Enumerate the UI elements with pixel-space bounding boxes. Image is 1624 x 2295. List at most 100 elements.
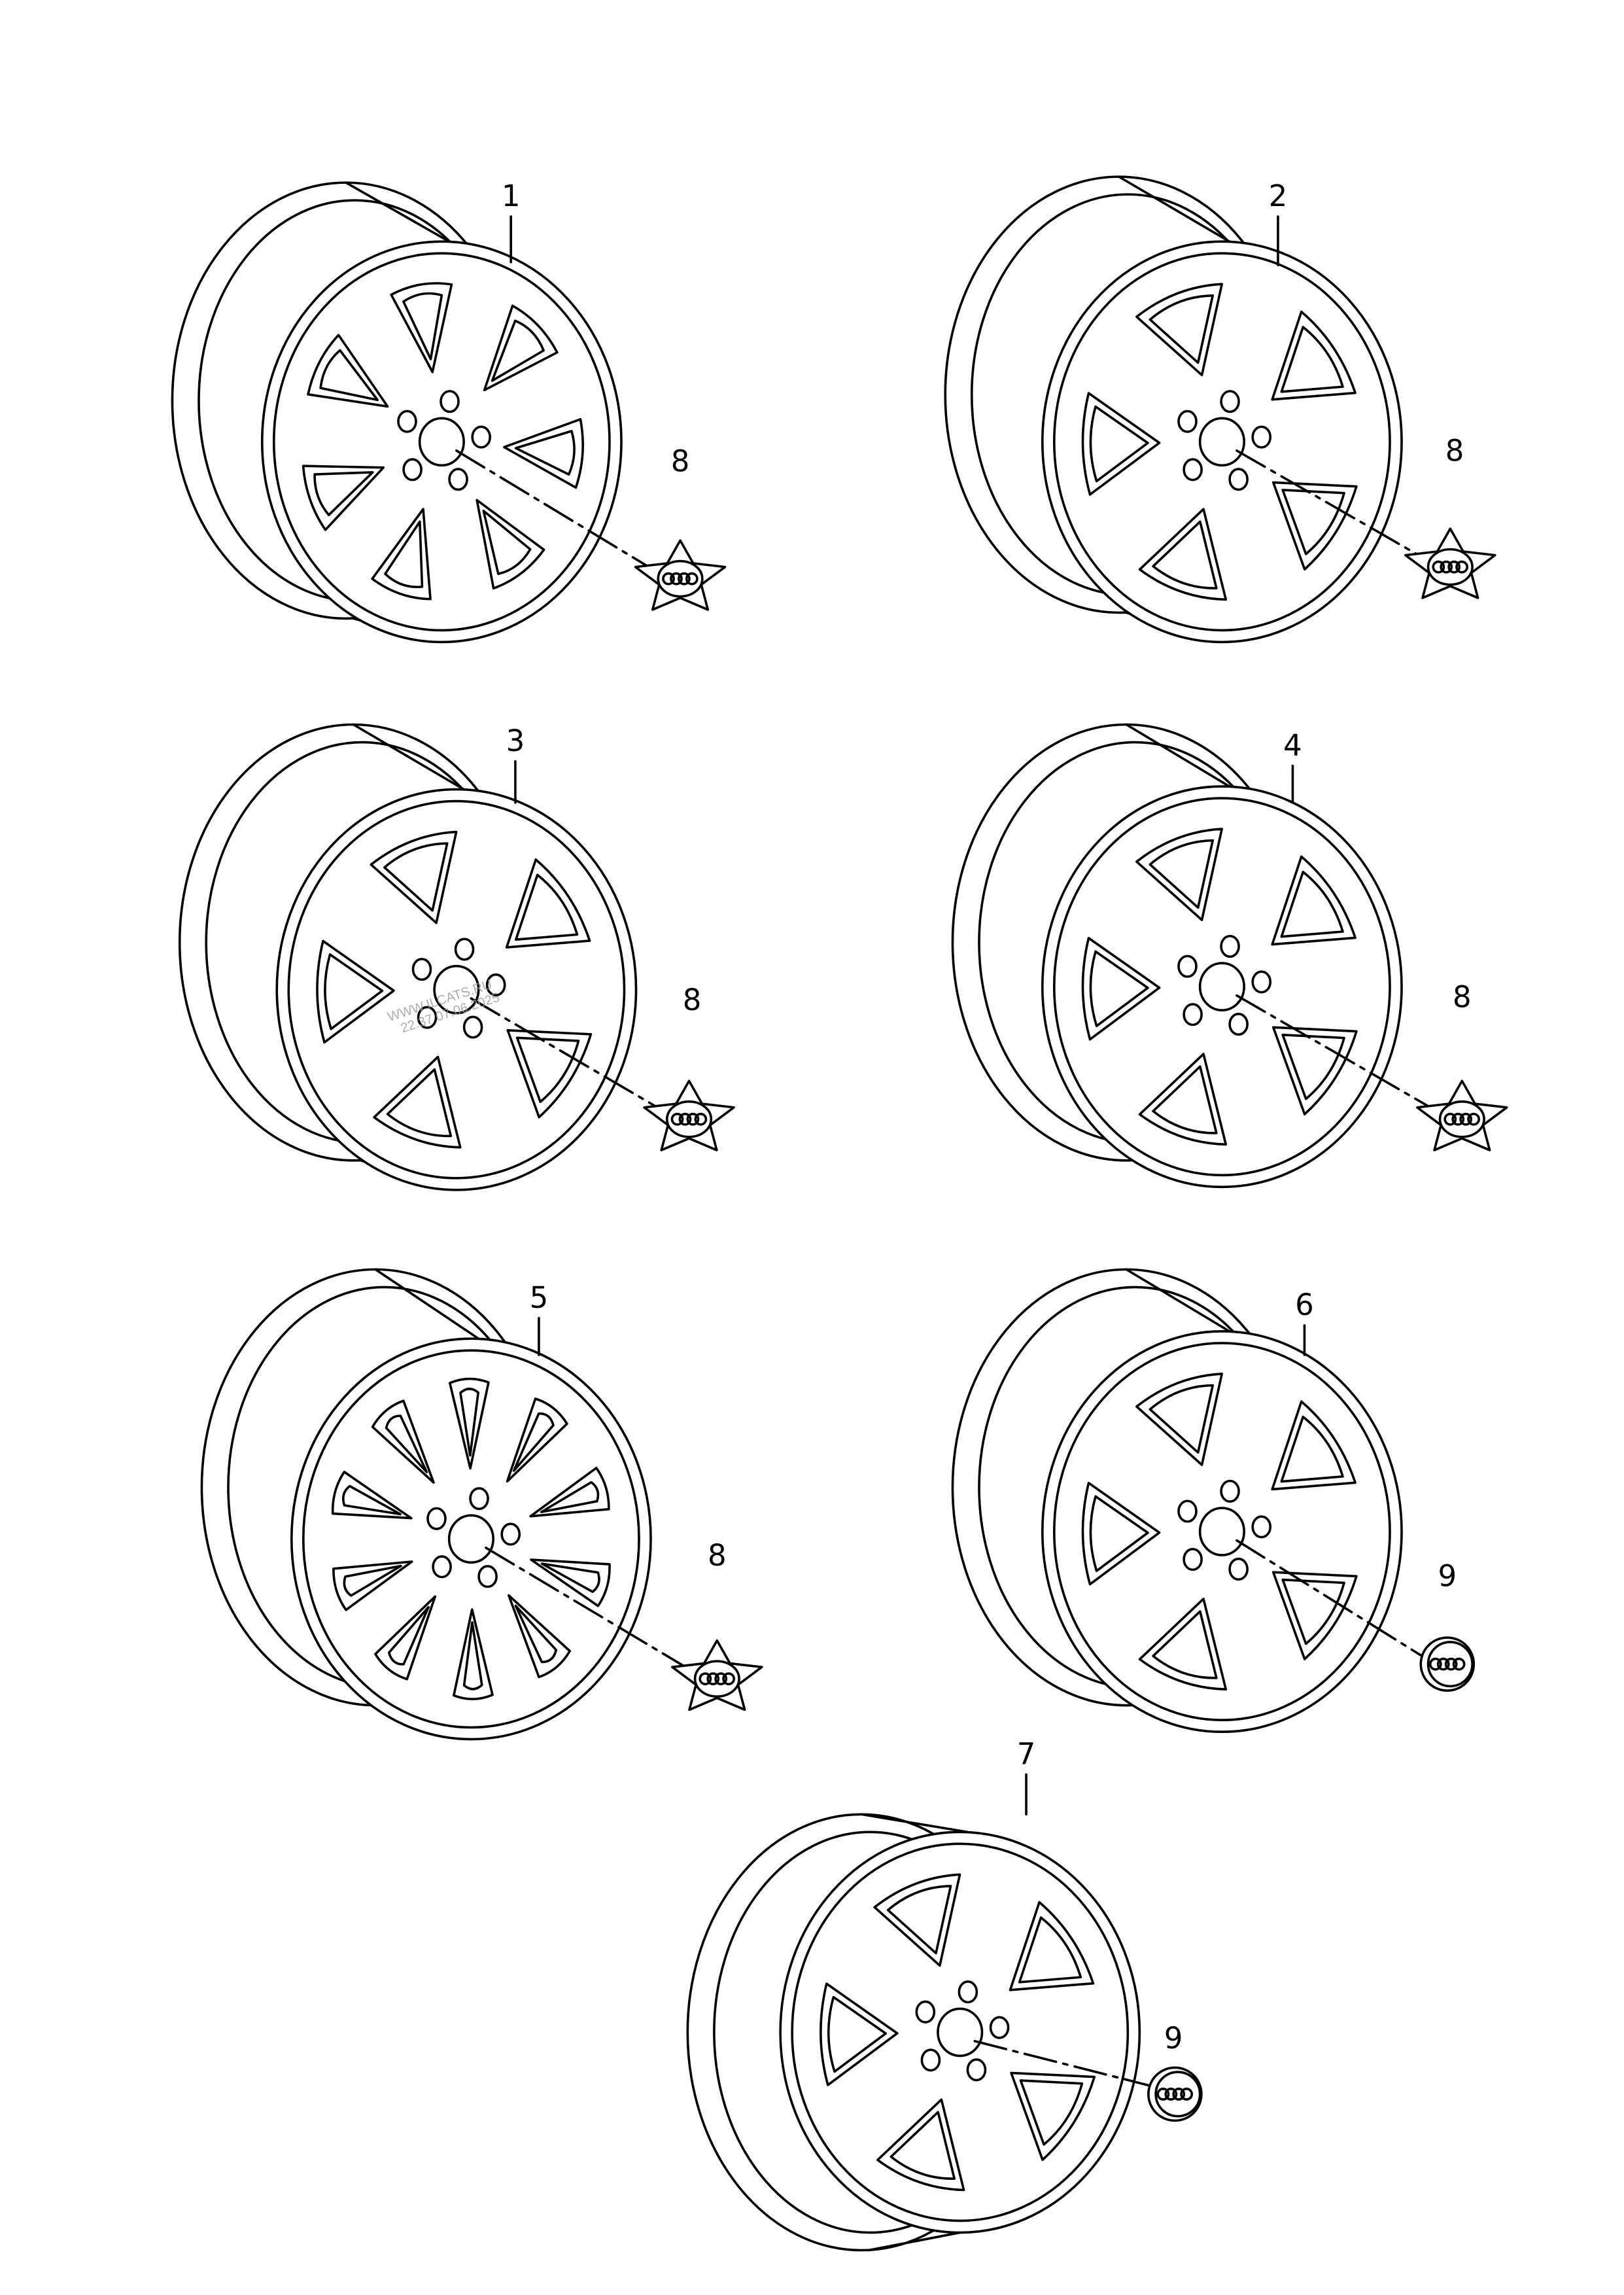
spoke-window (529, 1467, 610, 1518)
center-cap-8 (643, 1079, 735, 1151)
center-cap-9 (1147, 2066, 1203, 2122)
lug-hole (915, 2000, 936, 2023)
lug-hole (454, 937, 475, 961)
spoke-window-inner (343, 1564, 402, 1597)
spoke-window (1138, 1598, 1228, 1691)
rim-lip (302, 1349, 640, 1729)
rings-logo-icon (1444, 1657, 1458, 1671)
rim-lip (1052, 1342, 1391, 1721)
spoke-window (483, 304, 559, 392)
rings-logo-icon (1436, 1657, 1450, 1671)
hub-bore (937, 2007, 984, 2058)
spoke-window (506, 1029, 593, 1119)
lug-hole (1177, 1499, 1198, 1523)
lug-hole (485, 973, 506, 997)
spoke-window (873, 1873, 961, 1967)
label-cap-8-b[interactable]: 8 (1445, 434, 1464, 468)
spoke-window (1271, 1571, 1358, 1660)
lug-hole (1228, 1013, 1249, 1036)
hub-bore (418, 417, 465, 467)
spoke-window-inner (1152, 520, 1218, 589)
label-wheel-1[interactable]: 1 (502, 179, 521, 213)
axis-line (1235, 449, 1425, 559)
spoke-window (475, 499, 545, 590)
rim-barrel (860, 1813, 969, 2252)
rim-lip (1052, 797, 1391, 1177)
spoke-window (1271, 855, 1356, 946)
label-wheel-6[interactable]: 6 (1295, 1288, 1314, 1322)
spoke-window (507, 1594, 572, 1679)
label-cap-8-e[interactable]: 8 (708, 1538, 727, 1573)
label-wheel-4[interactable]: 4 (1283, 728, 1302, 763)
rings-logo-icon (662, 572, 675, 586)
spoke-window-inner (540, 1480, 600, 1513)
spoke-window-inner (514, 1604, 558, 1664)
label-cap-8-c[interactable]: 8 (683, 983, 702, 1017)
spoke-window (506, 1397, 568, 1483)
wheels-layer (171, 175, 1437, 2252)
spoke-window-inner (515, 1036, 580, 1104)
lug-hole (440, 390, 460, 413)
center-cap-8 (671, 1639, 763, 1711)
spoke-window-inner (1149, 1384, 1215, 1454)
rings-logo-icon (678, 1112, 692, 1126)
spoke-window-inner (886, 1885, 952, 1955)
spoke-window-inner (514, 430, 576, 476)
spoke-window-inner (1152, 1065, 1218, 1134)
spoke-window-inner (1280, 1415, 1344, 1483)
rings-logo-icon (670, 572, 683, 586)
label-cap-9-a[interactable]: 9 (1438, 1558, 1457, 1593)
label-cap-9-b[interactable]: 9 (1164, 2021, 1183, 2056)
rings-logo-icon (677, 572, 691, 586)
lug-hole (989, 2016, 1010, 2039)
label-cap-8-a[interactable]: 8 (671, 444, 690, 478)
spoke-window (332, 1560, 413, 1611)
cap-face (1426, 1641, 1474, 1688)
lug-hole (966, 2058, 987, 2082)
rings-logo-icon (1440, 560, 1453, 574)
rings-logo-icon (1432, 560, 1445, 574)
caps-layer (634, 527, 1508, 2122)
rings-logo-icon (1455, 560, 1469, 574)
spoke-window (373, 1055, 462, 1149)
lug-hole (1220, 390, 1240, 413)
rings-logo-icon (706, 1672, 720, 1686)
lug-hole (426, 1507, 447, 1530)
lug-hole (1220, 1479, 1240, 1503)
cap-face (1154, 2071, 1201, 2118)
spoke-window-inner (462, 1621, 483, 1691)
label-wheel-5[interactable]: 5 (530, 1280, 549, 1315)
lug-hole (471, 425, 492, 449)
spoke-window (1135, 1373, 1223, 1466)
label-wheel-2[interactable]: 2 (1269, 179, 1288, 213)
lug-hole (462, 1015, 483, 1039)
wheel-7 (686, 1773, 1150, 2252)
spoke-window-inner (1089, 1495, 1149, 1572)
spoke-window-inner (1149, 294, 1215, 364)
rings-logo-icon (722, 1672, 735, 1686)
lug-hole (469, 1487, 489, 1511)
spoke-window-inner (1280, 326, 1344, 393)
spoke-window-inner (342, 1484, 402, 1516)
wheel-3 (178, 723, 664, 1191)
spoke-window-inner (324, 953, 384, 1030)
spoke-window (1135, 283, 1223, 377)
rings-logo-icon (1467, 1112, 1481, 1126)
spoke-window-inner (387, 1605, 430, 1666)
spoke-window-inner (827, 1995, 888, 2073)
wheel-4 (951, 723, 1437, 1189)
spoke-window-inner (384, 520, 424, 589)
spoke-window (1271, 1400, 1356, 1491)
spoke-window-inner (319, 349, 379, 402)
spoke-window (1010, 2071, 1096, 2162)
spoke-window-inner (386, 1068, 453, 1138)
axis-line (485, 1547, 692, 1672)
spoke-window (371, 508, 432, 601)
label-wheel-3[interactable]: 3 (506, 724, 525, 758)
rim-lip (1052, 252, 1391, 632)
position-labels: 1 2 3 4 5 6 7 8 8 8 8 8 9 9 (502, 179, 1472, 2056)
label-wheel-7[interactable]: 7 (1017, 1737, 1036, 1772)
lug-hole (397, 410, 417, 433)
label-cap-8-d[interactable]: 8 (1453, 980, 1472, 1015)
lug-hole (432, 1555, 452, 1579)
